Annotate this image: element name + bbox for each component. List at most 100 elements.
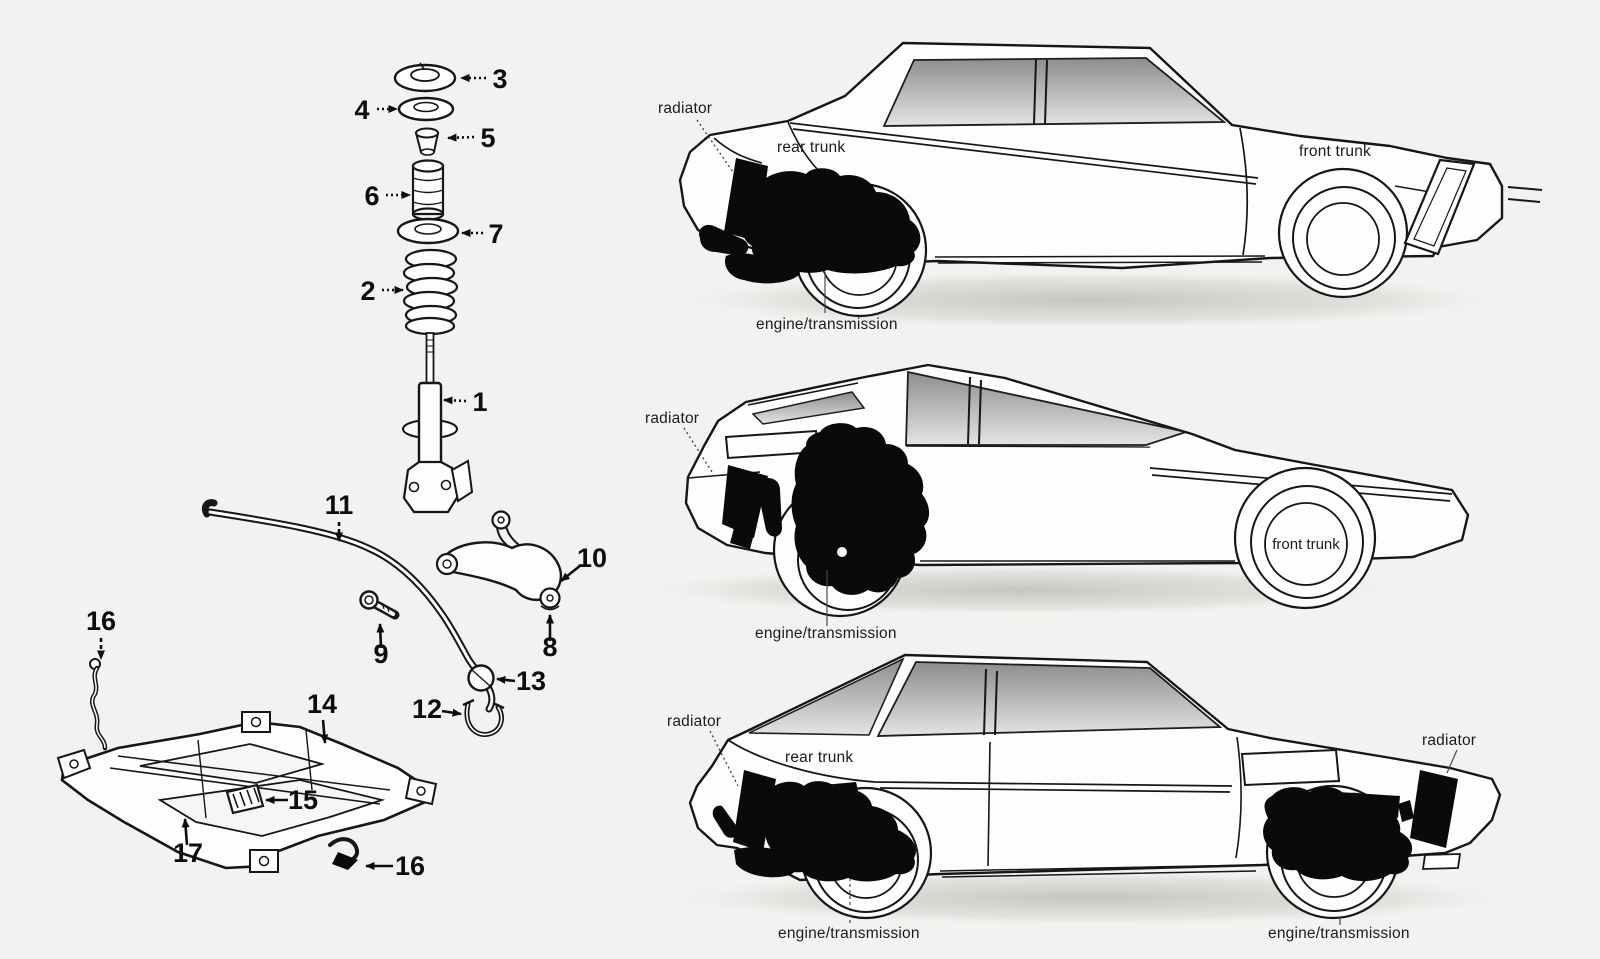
callout-12: 12 xyxy=(412,694,462,724)
top-car-engine-label: engine/transmission xyxy=(756,316,898,333)
callout-6-number: 6 xyxy=(364,181,379,211)
callout-10-number: 10 xyxy=(577,543,607,573)
top-car-engine-blob xyxy=(741,168,921,274)
lower-spring-seat-part xyxy=(396,217,460,245)
callout-16-upper: 16 xyxy=(86,606,116,660)
bump-stop-part xyxy=(414,127,440,156)
middle-car-sketch: radiator front trunk engine/transmission xyxy=(645,363,1470,642)
middle-car-side-glass xyxy=(905,370,1190,446)
top-car-front-wheel xyxy=(1277,167,1409,299)
callout-3: 3 xyxy=(460,64,508,94)
callout-14: 14 xyxy=(307,689,337,744)
callout-5: 5 xyxy=(447,123,496,153)
callout-6: 6 xyxy=(364,181,411,211)
top-car-radiator-label: radiator xyxy=(658,100,712,117)
bottom-car-rear-window xyxy=(748,657,905,736)
sensor-wire-part-lower xyxy=(328,837,359,870)
coil-spring-part xyxy=(402,248,459,336)
top-car-rear-trunk-label: rear trunk xyxy=(777,139,845,156)
callout-13: 13 xyxy=(496,666,546,696)
bottom-car-front-engine-label: engine/transmission xyxy=(1268,925,1410,942)
subframe-part xyxy=(56,711,438,873)
top-car-front-trunk-label: front trunk xyxy=(1299,143,1371,160)
bottom-car-rear-engine-label: engine/transmission xyxy=(778,925,920,942)
callout-10: 10 xyxy=(560,543,607,583)
callout-3-number: 3 xyxy=(492,64,507,94)
callout-2: 2 xyxy=(360,276,404,306)
control-arm-part xyxy=(435,510,563,611)
middle-car-front-wheel xyxy=(1233,466,1377,610)
callout-4: 4 xyxy=(354,95,398,125)
stabilizer-clamp-part xyxy=(462,698,505,738)
bottom-car-rear-trunk-label: rear trunk xyxy=(785,749,853,766)
bottom-car-rear-radiator-leader xyxy=(709,730,739,787)
middle-car-front-trunk-label: front trunk xyxy=(1272,536,1340,553)
callout-15: 15 xyxy=(265,785,318,815)
bottom-car-front-radiator-block xyxy=(1410,770,1458,848)
top-car-b-pillar xyxy=(1033,58,1048,125)
callout-7-number: 7 xyxy=(488,219,503,249)
top-car-sketch: radiator rear trunk front trunk engine/t… xyxy=(658,41,1543,333)
middle-car-radiator-leader xyxy=(683,427,713,473)
sensor-wire-part-upper xyxy=(89,658,108,751)
bottom-car-door-seam xyxy=(987,741,991,867)
callout-8: 8 xyxy=(542,614,558,662)
top-car-beltline xyxy=(789,122,1259,185)
top-car-radiator-leader xyxy=(696,119,734,173)
middle-car-engine-label: engine/transmission xyxy=(755,625,897,642)
top-car-side-glass xyxy=(882,57,1227,127)
callout-17-number: 17 xyxy=(173,838,203,868)
callout-1: 1 xyxy=(443,387,488,417)
callout-17: 17 xyxy=(173,818,203,868)
callout-9-number: 9 xyxy=(373,639,388,669)
callout-11-number: 11 xyxy=(325,490,354,520)
bottom-car-rear-engine-blob xyxy=(763,781,917,882)
top-car-labels: radiator rear trunk front trunk engine/t… xyxy=(658,100,1371,333)
bottom-car-labels: radiator rear trunk radiator engine/tran… xyxy=(667,713,1476,942)
callout-15-number: 15 xyxy=(288,785,318,815)
middle-car-b-pillar xyxy=(967,376,982,445)
callout-1-number: 1 xyxy=(472,387,487,417)
bottom-car-front-radiator-label: radiator xyxy=(1422,732,1476,749)
callout-13-number: 13 xyxy=(516,666,546,696)
top-car-rocker-line xyxy=(934,255,1266,264)
callout-5-number: 5 xyxy=(480,123,495,153)
bottom-car-front-lower-tab xyxy=(1421,853,1462,870)
top-car-nose-panel xyxy=(1403,158,1476,256)
callout-12-number: 12 xyxy=(412,694,442,724)
middle-car-radiator-label: radiator xyxy=(645,410,699,427)
callout-8-number: 8 xyxy=(542,632,557,662)
callout-14-number: 14 xyxy=(307,689,337,719)
middle-car-axle-dot xyxy=(837,547,847,557)
bottom-car-front-radiator-leader xyxy=(1446,749,1458,774)
callout-16-lower: 16 xyxy=(365,851,425,881)
bottom-car-b-pillar xyxy=(983,668,998,736)
bolt-part xyxy=(359,590,400,620)
bottom-car-side-glass xyxy=(876,661,1223,737)
bottom-car-sketch: radiator rear trunk radiator engine/tran… xyxy=(667,653,1502,942)
callout-4-number: 4 xyxy=(354,95,369,125)
strut-part xyxy=(402,332,474,514)
callout-7: 7 xyxy=(461,219,504,249)
upper-spring-seat-part xyxy=(397,96,455,122)
bottom-car-hood-panel xyxy=(1240,748,1341,787)
callout-2-number: 2 xyxy=(360,276,375,306)
bottom-car-rear-radiator-label: radiator xyxy=(667,713,721,730)
callout-16-upper-number: 16 xyxy=(86,606,116,636)
callout-11: 11 xyxy=(325,490,354,542)
stabilizer-bushing-part xyxy=(467,664,495,692)
middle-car-labels: radiator front trunk engine/transmission xyxy=(645,410,1340,642)
suspension-exploded-diagram: 3 4 5 6 7 2 1 11 xyxy=(56,62,607,881)
mount-block-part xyxy=(225,783,265,815)
callout-16-lower-number: 16 xyxy=(395,851,425,881)
bottom-car-rocker-line xyxy=(939,864,1259,878)
middle-car-radiator-block xyxy=(722,465,768,538)
bottom-car-shadow xyxy=(650,870,1530,926)
top-car-door-seam xyxy=(1239,127,1249,256)
callout-9: 9 xyxy=(373,623,389,669)
strut-mount-part xyxy=(393,62,457,93)
middle-car-quarter-glass xyxy=(751,391,866,425)
bottom-car-beltline xyxy=(727,739,1233,793)
